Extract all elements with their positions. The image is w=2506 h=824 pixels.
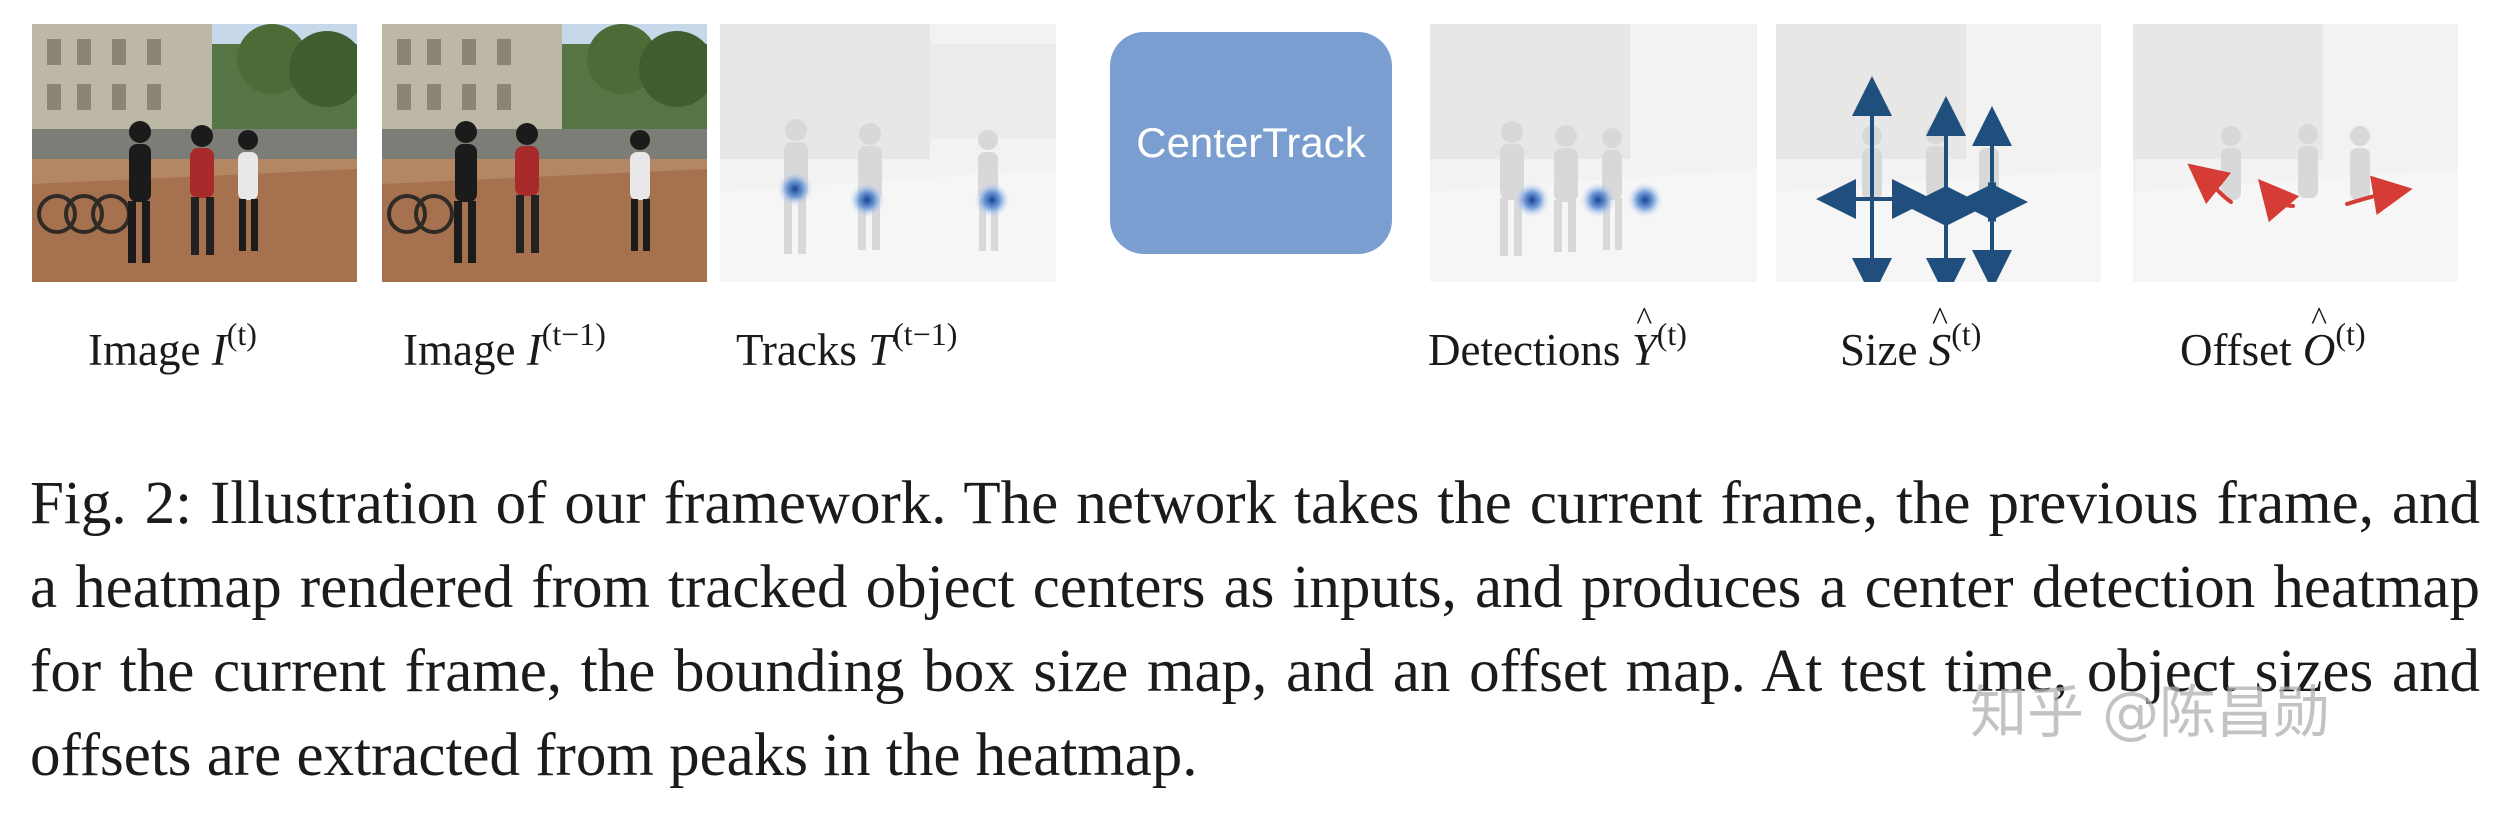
label-image-previous: Image I(t−1) xyxy=(403,316,606,375)
offset-map xyxy=(2133,24,2458,282)
street-photo-previous xyxy=(382,24,707,282)
image-current-panel xyxy=(32,24,357,282)
detections-panel xyxy=(1430,24,1757,282)
framework-figure: CenterTrack xyxy=(0,0,2506,420)
street-photo-current xyxy=(32,24,357,282)
label-offset: Offset O(t) xyxy=(2180,318,2366,373)
tracks-panel xyxy=(720,24,1056,282)
offset-panel xyxy=(2133,24,2458,282)
label-size: Size S(t) xyxy=(1840,318,1981,373)
size-panel xyxy=(1776,24,2101,282)
detections-heatmap xyxy=(1430,24,1757,282)
label-image-current: Image I(t) xyxy=(88,316,257,375)
label-detections: Detections Y(t) xyxy=(1428,318,1687,373)
centertrack-box: CenterTrack xyxy=(1110,32,1392,254)
image-previous-panel xyxy=(382,24,707,282)
label-tracks: Tracks T(t−1) xyxy=(736,316,958,375)
tracks-heatmap xyxy=(720,24,1056,282)
size-map xyxy=(1776,24,2101,282)
figure-caption: Fig. 2: Illustration of our framework. T… xyxy=(30,470,2480,789)
